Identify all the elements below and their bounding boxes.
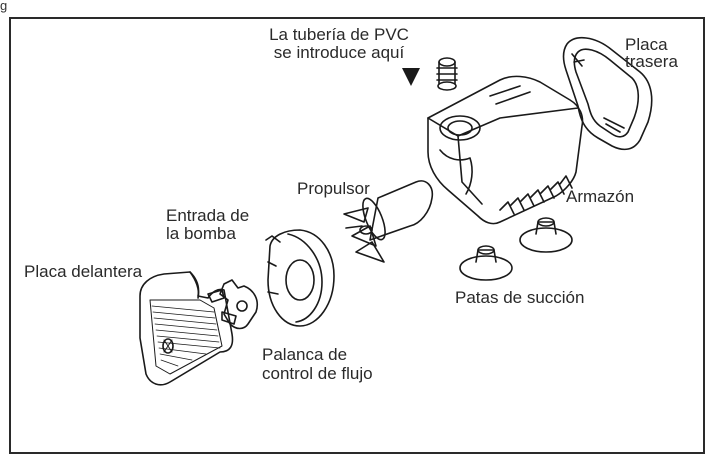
- label-pvc-line1: La tubería de PVC: [269, 25, 409, 44]
- insert-arrow-icon: [402, 68, 420, 86]
- label-back-plate-line1: Placa: [625, 35, 668, 54]
- housing-part: [427, 75, 584, 225]
- label-impeller: Propulsor: [297, 179, 370, 198]
- pvc-tube-fitting: [436, 57, 458, 91]
- label-lever-line1: Palanca de: [262, 345, 348, 364]
- diagram-frame: [9, 17, 705, 454]
- label-pvc-line2: se introduce aquí: [273, 43, 405, 62]
- label-lever-line2: control de flujo: [262, 364, 373, 383]
- flow-lever-part: [207, 279, 259, 330]
- suction-cups-part: [459, 217, 573, 281]
- front-plate-part: [139, 271, 234, 386]
- impeller-part: [343, 180, 434, 263]
- label-suction-cups: Patas de succión: [455, 288, 585, 307]
- label-inlet-line1: Entrada de: [166, 206, 250, 225]
- label-inlet-line2: la bomba: [166, 224, 236, 243]
- label-housing: Armazón: [566, 187, 635, 206]
- label-back-plate-line2: trasera: [625, 52, 678, 71]
- pump-inlet-part: [265, 229, 335, 327]
- back-plate-part: [562, 37, 653, 151]
- figure-label: g: [0, 0, 8, 13]
- label-front-plate: Placa delantera: [24, 262, 143, 281]
